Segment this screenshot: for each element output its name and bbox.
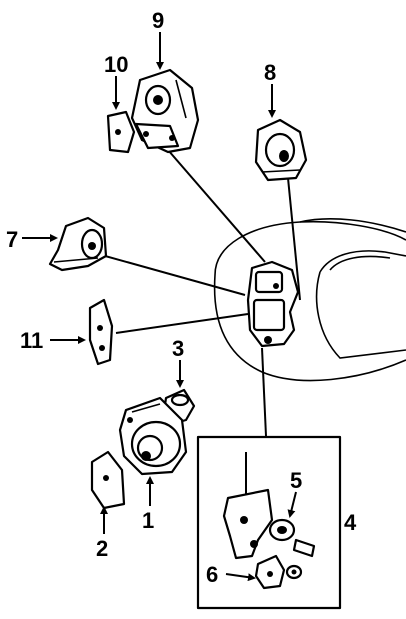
callout-11: 11 bbox=[20, 328, 43, 353]
callout-6: 6 bbox=[206, 562, 218, 587]
engine-mount-9 bbox=[130, 68, 200, 154]
callout-labels: 9 10 8 7 11 3 1 2 5 6 4 bbox=[6, 8, 357, 587]
mount-kit-4 bbox=[196, 435, 342, 610]
callout-10: 10 bbox=[104, 52, 128, 77]
leader-mount-7 bbox=[97, 253, 246, 296]
bracket-6 bbox=[254, 554, 286, 590]
bushing-5 bbox=[268, 518, 296, 542]
leader-lines bbox=[97, 149, 301, 437]
callout-arrows bbox=[22, 32, 297, 582]
callout-4: 4 bbox=[344, 510, 357, 535]
callout-2: 2 bbox=[96, 536, 108, 561]
callout-7: 7 bbox=[6, 227, 18, 252]
callout-8: 8 bbox=[264, 60, 276, 85]
callout-1: 1 bbox=[142, 508, 154, 533]
engine-mount-1 bbox=[118, 396, 188, 476]
leader-kit-4 bbox=[261, 347, 267, 437]
bracket-11 bbox=[88, 298, 114, 366]
engine-block bbox=[246, 260, 300, 348]
leader-mount-8 bbox=[287, 177, 301, 301]
leader-bracket-11 bbox=[115, 313, 249, 334]
callout-3: 3 bbox=[172, 336, 184, 361]
engine-mount-8 bbox=[254, 118, 308, 182]
vehicle-body-outline bbox=[213, 218, 406, 382]
insulator-plate-2 bbox=[90, 450, 126, 510]
leader-mount-9 bbox=[167, 149, 266, 263]
callout-9: 9 bbox=[152, 8, 164, 33]
callout-5: 5 bbox=[290, 468, 302, 493]
engine-mount-7 bbox=[48, 216, 108, 272]
insulator-plate-10 bbox=[106, 110, 136, 154]
